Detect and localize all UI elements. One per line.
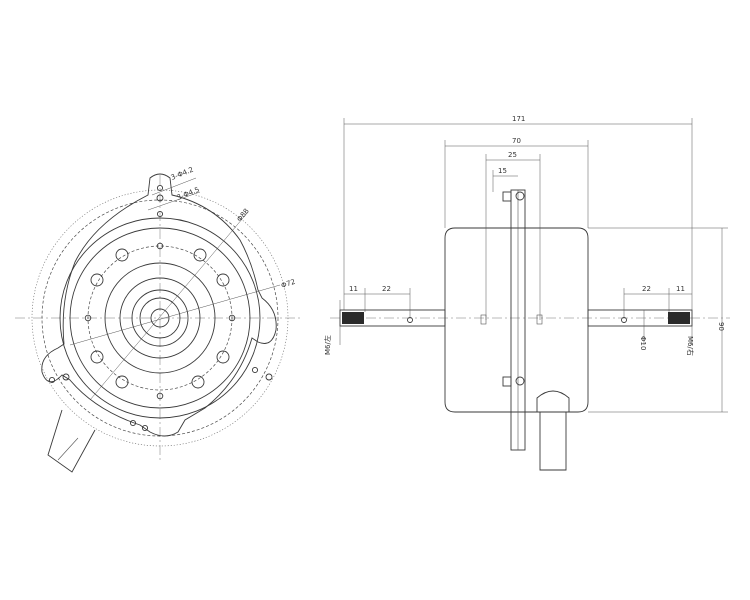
mounting-flange-outline <box>41 173 277 437</box>
small-hole <box>156 242 164 250</box>
bolt-circle <box>87 245 233 391</box>
motor-body <box>444 227 589 413</box>
ring-hole <box>193 248 207 262</box>
ring-holes <box>90 248 230 389</box>
ring-hole <box>216 273 230 287</box>
small-holes <box>48 184 273 432</box>
label-holes-small: 3-Φ4.2 <box>170 166 195 182</box>
lug-hole <box>156 194 164 202</box>
dim-171-text: 171 <box>512 115 525 123</box>
cable-outlet <box>47 409 96 473</box>
dia-88-leader <box>89 211 249 401</box>
dim-m6-left-text: M6/左 <box>323 335 332 355</box>
lug-hole <box>48 376 56 384</box>
lug-hole <box>265 373 273 381</box>
ring-hole <box>115 248 129 262</box>
ring-hole <box>90 273 104 287</box>
dim-m6-right-text: M6/右 <box>686 336 695 356</box>
cable-gland-top <box>536 390 570 412</box>
small-hole <box>156 392 164 400</box>
dim-right-11-text: 11 <box>676 285 685 293</box>
cable-outlet-inner <box>57 437 79 461</box>
body-outer-circle <box>59 217 261 419</box>
label-dia-88: Φ88 <box>235 207 250 223</box>
top-bolt-nut <box>515 191 525 201</box>
lug-hole-lower <box>156 210 164 218</box>
lug-hole-upper <box>156 184 164 192</box>
dia-72-leader <box>69 284 281 346</box>
dim-90-text: 90 <box>717 322 725 331</box>
ring-hole <box>191 375 205 389</box>
ring-hole <box>90 350 104 364</box>
lug-hole <box>62 373 70 381</box>
ring-hole <box>216 350 230 364</box>
cable-gland <box>539 412 567 471</box>
dim-right-22-text: 22 <box>642 285 651 293</box>
keyway-left <box>480 314 487 325</box>
lug-hole <box>129 419 137 427</box>
dim-phi10-text: Φ10 <box>639 336 647 350</box>
keyway-right <box>536 314 543 325</box>
dim-left-11-text: 11 <box>349 285 358 293</box>
body-rim-circle <box>69 227 251 409</box>
lug-hole <box>251 366 259 374</box>
small-hole <box>84 314 92 322</box>
small-hole <box>228 314 236 322</box>
lug-hole <box>141 424 149 432</box>
hole-45-leader <box>147 191 201 211</box>
outer-boundary-circle <box>31 189 289 447</box>
hub-outer-circle <box>104 262 216 374</box>
side-view: 171 70 25 15 11 22 22 11 90 <box>323 115 730 471</box>
shaft-circle <box>150 308 170 328</box>
bottom-bolt-nut <box>515 376 525 386</box>
dim-left-22-text: 22 <box>382 285 391 293</box>
right-shaft <box>587 309 693 327</box>
left-thread-knurl <box>342 312 364 324</box>
ring-hole <box>115 375 129 389</box>
dim-15-text: 15 <box>498 167 507 175</box>
top-bolt-head <box>502 191 512 202</box>
label-dia-72: Φ72 <box>280 278 296 290</box>
dim-25-text: 25 <box>508 151 517 159</box>
bearing-circle <box>131 289 189 347</box>
boss-circle <box>139 297 181 339</box>
right-thread-knurl <box>668 312 690 324</box>
hub-circle <box>119 277 201 359</box>
bottom-bolt-head <box>502 376 512 387</box>
dim-70-text: 70 <box>512 137 521 145</box>
hole-42-leader <box>151 177 197 196</box>
front-view: 3-Φ4.2 3-Φ4.5 Φ88 Φ72 <box>15 166 300 473</box>
